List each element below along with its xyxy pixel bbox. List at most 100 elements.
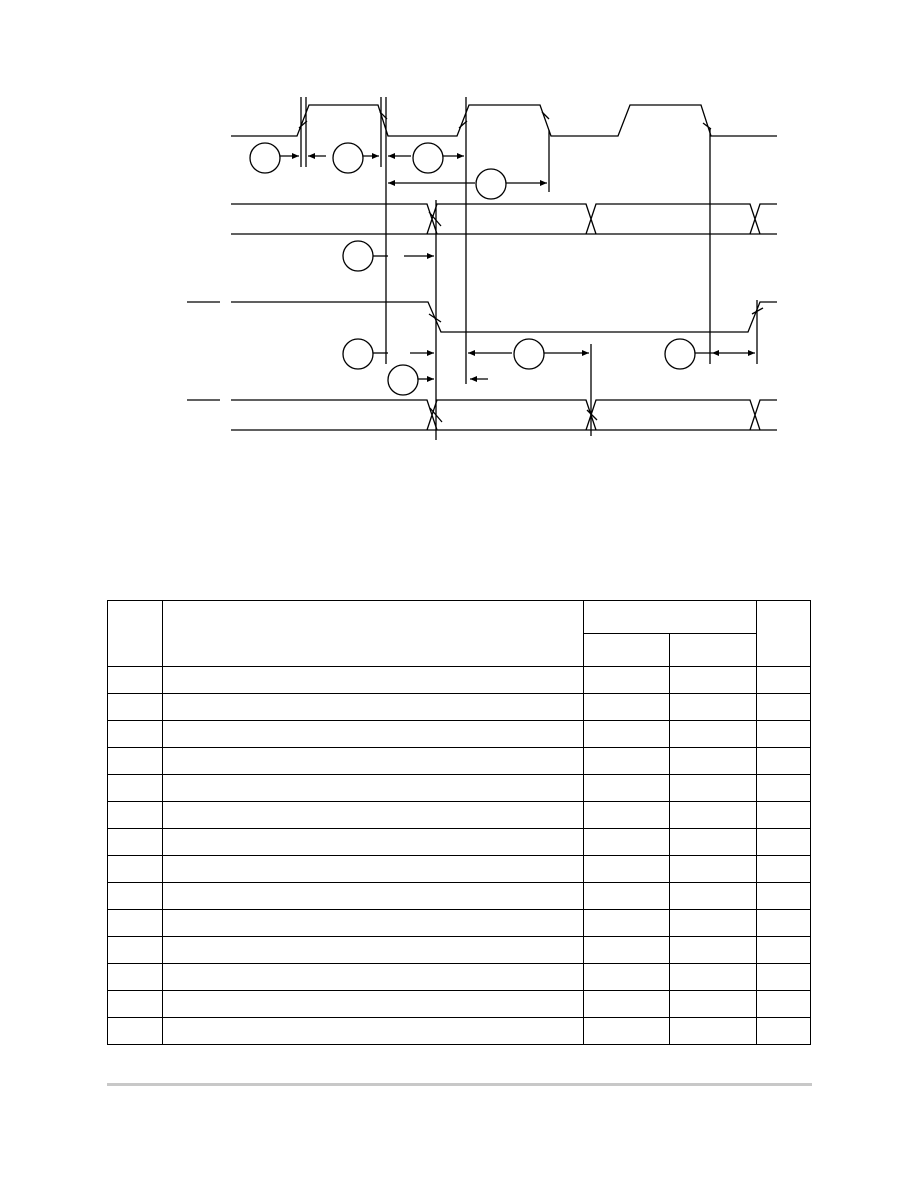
- table-cell: [107, 720, 163, 748]
- table-row: [107, 801, 811, 829]
- bus-two-waveform: [231, 399, 777, 431]
- timing-marker-circle: [513, 338, 545, 370]
- timing-marker-circle: [664, 338, 696, 370]
- table-cell: [756, 828, 811, 856]
- table-cell: [583, 855, 670, 883]
- table-cell: [669, 666, 757, 694]
- table-cell: [107, 963, 163, 991]
- table-cell: [162, 963, 584, 991]
- table-cell: [107, 936, 163, 964]
- header-cell-characteristic: [162, 600, 584, 667]
- table-cell: [756, 909, 811, 937]
- timing-marker-circle: [342, 338, 374, 370]
- table-cell: [583, 774, 670, 802]
- table-cell: [107, 828, 163, 856]
- table-cell: [162, 909, 584, 937]
- timing-marker-circles: [249, 142, 696, 396]
- table-cell: [107, 747, 163, 775]
- table-cell: [669, 882, 757, 910]
- table-cell: [107, 882, 163, 910]
- header-cell-value-group: [583, 600, 757, 634]
- table-cell: [162, 693, 584, 721]
- clock-waveform: [231, 104, 777, 137]
- table-cell: [756, 990, 811, 1018]
- table-row: [107, 1017, 811, 1045]
- table-cell: [756, 720, 811, 748]
- table-row: [107, 693, 811, 721]
- timing-characteristics-table: [107, 600, 811, 1045]
- table-row: [107, 963, 811, 991]
- table-cell: [583, 666, 670, 694]
- table-cell: [756, 801, 811, 829]
- table-cell: [162, 855, 584, 883]
- table-cell: [107, 855, 163, 883]
- table-subheader-row: [108, 633, 811, 667]
- timing-marker-circle: [387, 364, 419, 396]
- table-cell: [669, 747, 757, 775]
- table-cell: [756, 774, 811, 802]
- table-cell: [583, 882, 670, 910]
- table-cell: [756, 855, 811, 883]
- timing-marker-circle: [412, 142, 444, 174]
- table-cell: [583, 909, 670, 937]
- table-cell: [162, 774, 584, 802]
- table-body: [107, 666, 811, 1045]
- table-cell: [583, 720, 670, 748]
- table-row: [107, 720, 811, 748]
- strobe-waveform: [231, 301, 777, 333]
- table-cell: [162, 990, 584, 1018]
- timing-arrows: [280, 153, 755, 382]
- footer-rule: [107, 1083, 812, 1086]
- transition-ticks: [428, 211, 764, 423]
- table-cell: [162, 720, 584, 748]
- table-cell: [583, 828, 670, 856]
- table-cell: [583, 1017, 670, 1045]
- table-cell: [669, 936, 757, 964]
- table-cell: [583, 936, 670, 964]
- table-cell: [162, 828, 584, 856]
- table-cell: [583, 693, 670, 721]
- table-cell: [162, 666, 584, 694]
- header-cell-max: [669, 633, 757, 667]
- table-cell: [162, 936, 584, 964]
- table-cell: [107, 1017, 163, 1045]
- table-header-row: [107, 600, 811, 667]
- bus-one-waveform: [231, 203, 777, 235]
- table-row: [107, 774, 811, 802]
- table-cell: [162, 801, 584, 829]
- timing-diagram: [187, 97, 777, 440]
- table-cell: [669, 909, 757, 937]
- table-cell: [583, 747, 670, 775]
- table-cell: [756, 693, 811, 721]
- table-cell: [669, 1017, 757, 1045]
- table-cell: [669, 828, 757, 856]
- table-row: [107, 747, 811, 775]
- table-cell: [162, 747, 584, 775]
- timing-marker-circle: [475, 168, 507, 200]
- table-cell: [669, 693, 757, 721]
- table-row: [107, 828, 811, 856]
- table-row: [107, 936, 811, 964]
- table-cell: [107, 774, 163, 802]
- table-cell: [669, 720, 757, 748]
- table-row: [107, 882, 811, 910]
- table-cell: [756, 747, 811, 775]
- table-cell: [107, 909, 163, 937]
- table-cell: [756, 936, 811, 964]
- table-cell: [107, 801, 163, 829]
- timing-marker-circle: [332, 142, 364, 174]
- table-cell: [669, 855, 757, 883]
- timing-marker-circle: [342, 240, 374, 272]
- table-row: [107, 666, 811, 694]
- table-cell: [583, 990, 670, 1018]
- table-cell: [756, 963, 811, 991]
- reference-lines: [300, 97, 758, 440]
- table-row: [107, 990, 811, 1018]
- clock-edge-ticks: [298, 111, 712, 130]
- header-cell-unit: [756, 600, 811, 667]
- table-cell: [583, 963, 670, 991]
- table-cell: [669, 801, 757, 829]
- table-cell: [756, 1017, 811, 1045]
- table-cell: [756, 666, 811, 694]
- table-cell: [162, 882, 584, 910]
